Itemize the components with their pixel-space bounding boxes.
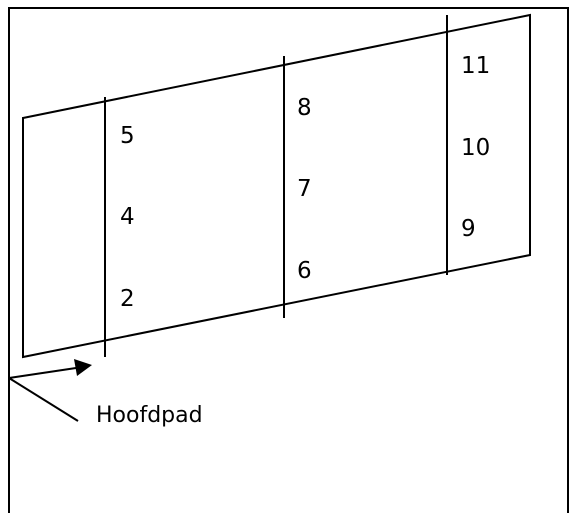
location-label: 4 xyxy=(120,204,135,230)
location-label: 9 xyxy=(461,216,476,242)
location-label: 7 xyxy=(297,176,312,202)
location-label: 6 xyxy=(297,258,312,284)
callout-line xyxy=(8,377,79,422)
outer-frame xyxy=(8,7,569,513)
arrow-head-icon xyxy=(74,359,92,376)
location-label: 10 xyxy=(461,135,490,161)
storage-area xyxy=(22,13,531,359)
location-label: 2 xyxy=(120,286,135,312)
main-path-label: Hoofdpad xyxy=(96,403,203,428)
main-path-arrow xyxy=(8,367,77,379)
location-label: 8 xyxy=(297,95,312,121)
location-label: 11 xyxy=(461,53,490,79)
location-label: 5 xyxy=(120,123,135,149)
